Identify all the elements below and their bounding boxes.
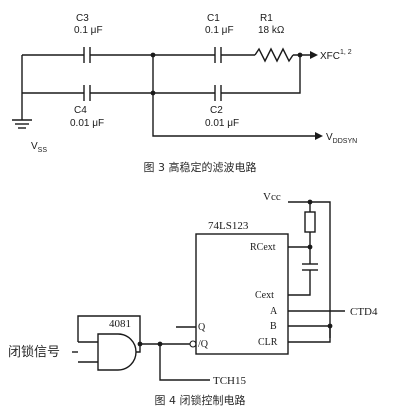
wire-tch15	[159, 344, 210, 381]
pin-cext: Cext	[255, 290, 274, 301]
pin-a: A	[270, 306, 278, 317]
chip-name: 74LS123	[208, 220, 249, 232]
figure-4-lock-control-circuit: 74LS123 RCext Cext A B CLR Q /Q Vcc CTD4	[8, 191, 378, 407]
c2-name: C2	[210, 105, 223, 116]
junction-dot	[150, 90, 156, 96]
resistor-r1	[254, 47, 294, 63]
r1-value: 18 kΩ	[258, 25, 285, 36]
capacitor-c1	[214, 47, 222, 63]
chip-74ls123	[195, 233, 289, 355]
figure-3-caption: 图 3 高稳定的滤波电路	[144, 160, 257, 174]
junction-dot	[307, 244, 313, 250]
xfc-label: XFC1, 2	[320, 49, 352, 62]
vss-label: VSS	[31, 141, 47, 154]
and-gate-4081	[97, 333, 137, 371]
junction-dot	[150, 52, 156, 58]
c1-name: C1	[207, 13, 220, 24]
r1-name: R1	[260, 13, 273, 24]
pin-q: Q	[198, 322, 206, 333]
wire-vddsyn	[152, 55, 315, 137]
c3-value: 0.1 μF	[74, 25, 103, 36]
capacitor-c2	[214, 85, 222, 101]
wire-feedback	[77, 315, 141, 344]
vcc-rail-wire	[288, 201, 331, 338]
pin-q-bar: /Q	[198, 339, 209, 350]
xfc-arrow-icon	[310, 51, 318, 59]
junction-dot	[327, 323, 333, 329]
c1-value: 0.1 μF	[205, 25, 234, 36]
ground-symbol	[12, 119, 32, 129]
figure-3-filter-circuit: C3 0.1 μF C4 0.01 μF C1 0.1 μF R1 18 kΩ …	[12, 13, 357, 174]
c4-name: C4	[74, 105, 87, 116]
lock-signal-label: 闭锁信号	[8, 344, 60, 360]
junction-dot	[157, 341, 163, 347]
timing-capacitor	[302, 263, 318, 271]
timing-resistor	[304, 211, 316, 233]
tch15-label: TCH15	[213, 375, 247, 387]
wire-gate-out	[136, 344, 141, 353]
figure-4-caption: 图 4 闭锁控制电路	[155, 393, 246, 407]
pin-rcext: RCext	[250, 242, 276, 253]
capacitor-c3	[83, 47, 91, 63]
junction-dot	[137, 341, 143, 347]
pin-clr: CLR	[258, 337, 278, 348]
c2-value: 0.01 μF	[205, 118, 239, 129]
c3-name: C3	[76, 13, 89, 24]
pin-b: B	[270, 321, 277, 332]
wire-c2-right	[221, 55, 301, 94]
vddsyn-arrow-icon	[315, 132, 323, 140]
vddsyn-label: VDDSYN	[326, 132, 357, 145]
junction-dot	[307, 199, 313, 205]
capacitor-c4	[83, 85, 91, 101]
ctd4-label: CTD4	[350, 306, 378, 318]
gate-name: 4081	[109, 318, 131, 330]
c4-value: 0.01 μF	[70, 118, 104, 129]
wire-pin-clr	[288, 326, 331, 343]
inversion-bubble-icon	[189, 340, 197, 348]
vcc-label: Vcc	[263, 191, 281, 203]
wire-cext	[288, 270, 311, 296]
